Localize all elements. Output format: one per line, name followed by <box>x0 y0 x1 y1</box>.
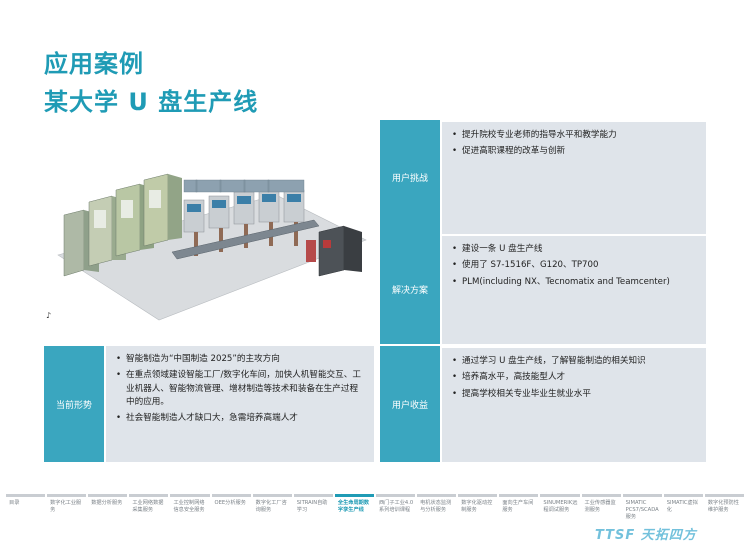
cabinet-row <box>63 173 182 277</box>
benefit-content: 通过学习 U 盘生产线，了解智能制造的相关知识 培养高水平，高技能型人才 提高学… <box>442 346 706 462</box>
list-item: 建设一条 U 盘生产线 <box>452 243 698 257</box>
nav-item[interactable]: 工业控制网络信息安全服务 <box>170 494 210 534</box>
list-item: 智能制造为“中国制造 2025”的主攻方向 <box>116 353 366 367</box>
bottom-navigation: 目录 数字化工业服务 数据分析服务 工业网络数据采集服务 工业控制网络信息安全服… <box>6 494 746 534</box>
rear-panels <box>183 179 305 193</box>
nav-item[interactable]: SIMATIC PCS7/SCADA服务 <box>622 494 662 534</box>
nav-item-contents[interactable]: 目录 <box>6 494 46 534</box>
situation-content: 智能制造为“中国制造 2025”的主攻方向 在重点领域建设智能工厂/数字化车间，… <box>106 346 374 462</box>
list-item: 使用了 S7-1516F、G120、TP700 <box>452 259 698 273</box>
nav-item[interactable]: SITRAIN自助学习 <box>293 494 333 534</box>
challenge-label: 用户挑战 <box>380 120 440 234</box>
end-machine <box>306 225 362 277</box>
production-line-illustration: ♪ <box>46 173 367 321</box>
list-item: 提高学校相关专业毕业生就业水平 <box>452 388 698 402</box>
nav-item[interactable]: 数字化驱动控制服务 <box>458 494 498 534</box>
nav-item[interactable]: OEE分析服务 <box>211 494 251 534</box>
challenge-content: 提升院校专业老师的指导水平和教学能力 促进高职课程的改革与创新 <box>442 120 706 234</box>
nav-item-active[interactable]: 全生命周期数字孪生产线 <box>334 494 374 534</box>
list-item: 促进高职课程的改革与创新 <box>452 145 698 159</box>
list-item: 社会智能制造人才缺口大，急需培养高端人才 <box>116 412 366 426</box>
nav-item[interactable]: SINUMERIK远程调试服务 <box>540 494 580 534</box>
watermark-logo: TTSF 天拓四方 <box>595 528 697 543</box>
nav-item[interactable]: 数据分析服务 <box>88 494 128 534</box>
nav-item[interactable]: 工业网络数据采集服务 <box>129 494 169 534</box>
nav-item[interactable]: 西门子工业4.0系列培训课程 <box>375 494 416 534</box>
solution-content: 建设一条 U 盘生产线 使用了 S7-1516F、G120、TP700 PLM(… <box>442 234 706 344</box>
nav-item[interactable]: 电机状态监测与分析服务 <box>417 494 457 534</box>
svg-text:♪: ♪ <box>46 311 51 320</box>
list-item: 通过学习 U 盘生产线，了解智能制造的相关知识 <box>452 355 698 369</box>
benefit-label: 用户收益 <box>380 346 440 462</box>
title-line-1: 应用案例 <box>44 50 144 78</box>
solution-label: 解决方案 <box>380 234 440 344</box>
nav-item[interactable]: SIMATIC虚拟化 <box>663 494 703 534</box>
list-item: PLM(including NX、Tecnomatix and Teamcent… <box>452 276 698 290</box>
conveyor <box>171 219 320 260</box>
nav-item[interactable]: 工业传感器监测服务 <box>581 494 621 534</box>
list-item: 培养高水平，高技能型人才 <box>452 371 698 385</box>
title-line-2: 某大学 U 盘生产线 <box>44 88 259 116</box>
nav-item[interactable]: 面向生产车间服务 <box>499 494 539 534</box>
nav-item[interactable]: 数字化工厂咨询服务 <box>252 494 292 534</box>
situation-label: 当前形势 <box>44 346 104 462</box>
nav-item[interactable]: 数字化工业服务 <box>47 494 87 534</box>
list-item: 在重点领域建设智能工厂/数字化车间，加快人机智能交互、工业机器人、智能物流管理、… <box>116 369 366 409</box>
list-item: 提升院校专业老师的指导水平和教学能力 <box>452 129 698 143</box>
nav-item[interactable]: 数字化预防性维护服务 <box>704 494 744 534</box>
